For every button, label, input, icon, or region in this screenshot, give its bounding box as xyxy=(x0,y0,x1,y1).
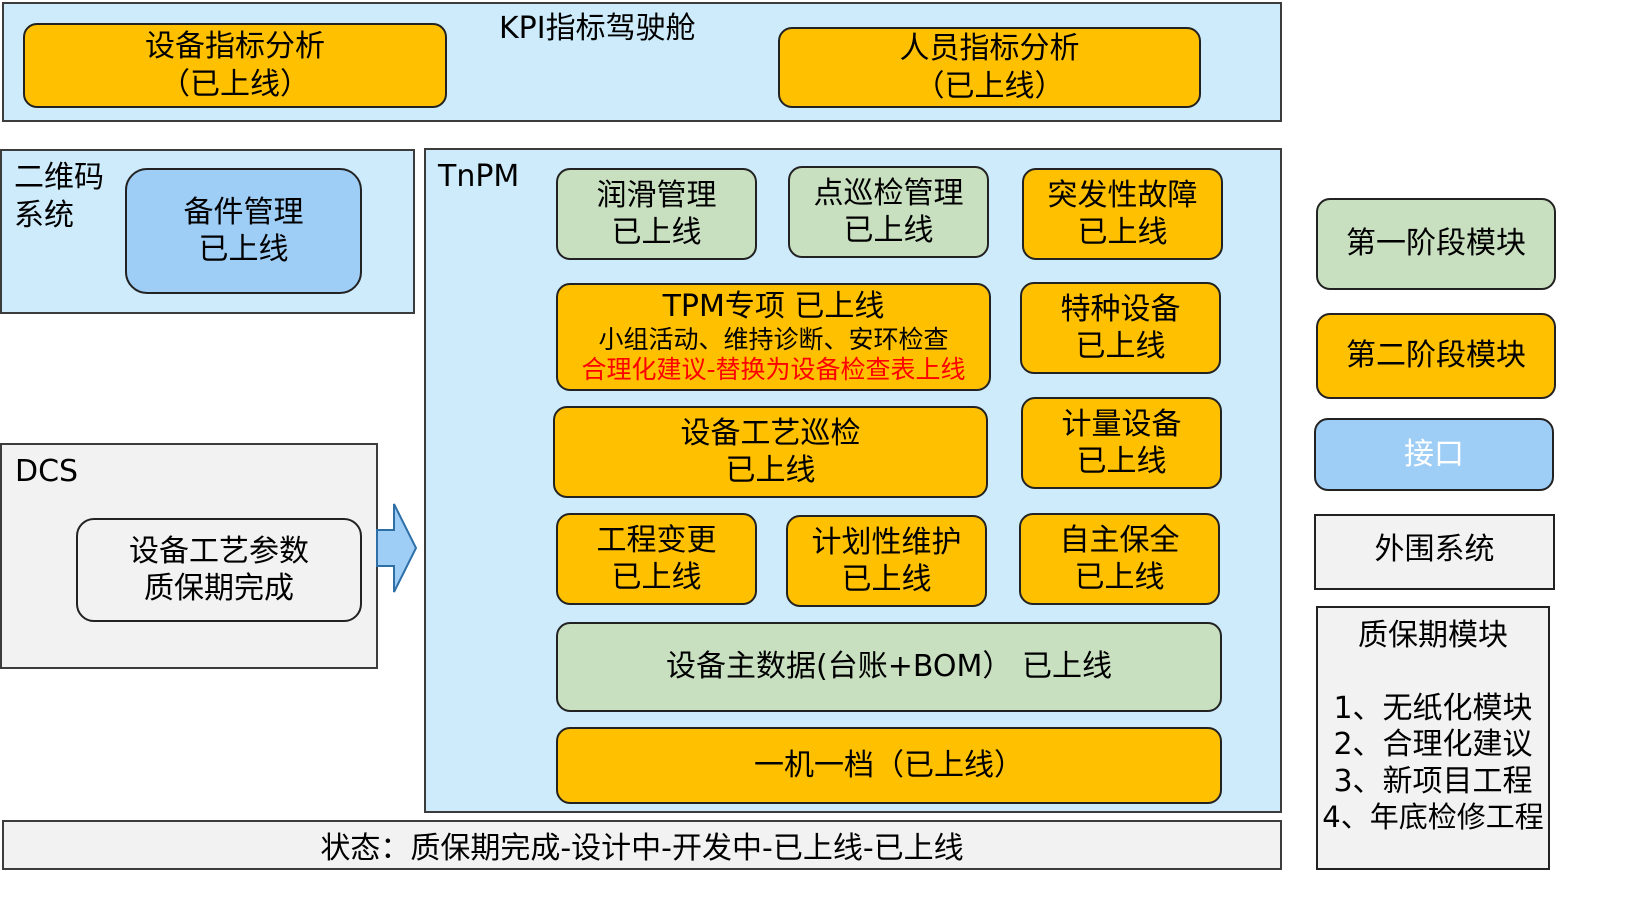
tpm-special-highlight: 合理化建议-替换为设备检查表上线 xyxy=(581,355,966,384)
spare-parts-box[interactable]: 备件管理 已上线 xyxy=(125,168,362,294)
tpm-special-box[interactable]: TPM专项 已上线 小组活动、维持诊断、安环检查 合理化建议-替换为设备检查表上… xyxy=(556,283,991,391)
equipment-kpi-label: 设备指标分析 xyxy=(145,29,325,64)
inspection-box[interactable]: 点巡检管理 已上线 xyxy=(788,166,989,258)
legend-phase1-label: 第一阶段模块 xyxy=(1346,226,1526,262)
autonomous-maintenance-label: 自主保全 xyxy=(1059,522,1180,558)
lubrication-box[interactable]: 润滑管理 已上线 xyxy=(556,168,757,260)
legend-warranty-item: 2、合理化建议 xyxy=(1333,727,1533,763)
engineering-change-status: 已上线 xyxy=(611,560,702,595)
legend-interface: 接口 xyxy=(1314,418,1554,491)
sudden-fault-label: 突发性故障 xyxy=(1047,177,1198,213)
tpm-special-label: TPM专项 已上线 xyxy=(662,289,885,324)
special-equipment-box[interactable]: 特种设备 已上线 xyxy=(1020,282,1221,374)
lubrication-status: 已上线 xyxy=(611,215,702,250)
inspection-status: 已上线 xyxy=(843,213,934,248)
qrcode-title-line2: 系统 xyxy=(14,197,74,233)
legend-external: 外围系统 xyxy=(1314,514,1555,590)
qrcode-title: 二维码 系统 xyxy=(14,159,104,234)
one-machine-file-box[interactable]: 一机一档（已上线） xyxy=(556,727,1222,804)
process-patrol-status: 已上线 xyxy=(725,453,816,488)
planned-maintenance-status: 已上线 xyxy=(841,562,932,597)
process-patrol-label: 设备工艺巡检 xyxy=(680,415,861,451)
master-data-box[interactable]: 设备主数据(台账+BOM） 已上线 xyxy=(556,622,1222,712)
legend-warranty-item: 1、无纸化模块 xyxy=(1333,690,1533,726)
metering-label: 计量设备 xyxy=(1061,406,1182,442)
special-equipment-status: 已上线 xyxy=(1075,329,1166,364)
process-patrol-box[interactable]: 设备工艺巡检 已上线 xyxy=(553,406,988,498)
personnel-kpi-box[interactable]: 人员指标分析 （已上线） xyxy=(778,27,1201,108)
equipment-kpi-status: （已上线） xyxy=(160,66,310,102)
engineering-change-box[interactable]: 工程变更 已上线 xyxy=(556,513,757,605)
equipment-kpi-box[interactable]: 设备指标分析 （已上线） xyxy=(23,23,447,108)
status-bar: 状态：质保期完成-设计中-开发中-已上线-已上线 xyxy=(2,820,1282,870)
planned-maintenance-box[interactable]: 计划性维护 已上线 xyxy=(786,515,987,607)
arrow-right-icon xyxy=(376,503,418,593)
one-machine-file-label: 一机一档（已上线） xyxy=(754,747,1024,783)
legend-warranty: 质保期模块 1、无纸化模块 2、合理化建议 3、新项目工程 4、年底检修工程 xyxy=(1316,606,1550,870)
tnpm-title: TnPM xyxy=(438,159,520,194)
inspection-label: 点巡检管理 xyxy=(813,175,964,211)
process-params-label: 设备工艺参数 xyxy=(129,533,309,569)
master-data-label: 设备主数据(台账+BOM） 已上线 xyxy=(666,649,1112,685)
process-params-box[interactable]: 设备工艺参数 质保期完成 xyxy=(76,518,362,622)
legend-phase2: 第二阶段模块 xyxy=(1316,313,1556,399)
process-params-status: 质保期完成 xyxy=(144,571,294,606)
kpi-title: KPI指标驾驶舱 xyxy=(499,11,696,46)
legend-interface-label: 接口 xyxy=(1404,436,1464,472)
tpm-special-items: 小组活动、维持诊断、安环检查 xyxy=(598,325,949,354)
personnel-kpi-status: （已上线） xyxy=(914,68,1065,104)
legend-phase1: 第一阶段模块 xyxy=(1316,198,1556,290)
autonomous-maintenance-status: 已上线 xyxy=(1074,560,1165,595)
legend-external-label: 外围系统 xyxy=(1374,532,1495,567)
dcs-title: DCS xyxy=(15,454,79,489)
autonomous-maintenance-box[interactable]: 自主保全 已上线 xyxy=(1019,513,1220,605)
metering-status: 已上线 xyxy=(1076,444,1167,479)
special-equipment-label: 特种设备 xyxy=(1060,291,1181,327)
personnel-kpi-label: 人员指标分析 xyxy=(899,31,1080,66)
planned-maintenance-label: 计划性维护 xyxy=(811,524,962,560)
legend-phase2-label: 第二阶段模块 xyxy=(1346,338,1526,374)
sudden-fault-status: 已上线 xyxy=(1077,215,1168,250)
spare-parts-label: 备件管理 xyxy=(183,194,304,230)
legend-warranty-item: 3、新项目工程 xyxy=(1333,763,1533,799)
qrcode-title-line1: 二维码 xyxy=(14,160,104,195)
status-text: 状态：质保期完成-设计中-开发中-已上线-已上线 xyxy=(320,831,964,866)
sudden-fault-box[interactable]: 突发性故障 已上线 xyxy=(1022,168,1223,260)
legend-warranty-item: 4、年底检修工程 xyxy=(1322,800,1544,835)
legend-warranty-title: 质保期模块 xyxy=(1358,618,1508,653)
spare-parts-status: 已上线 xyxy=(198,232,289,267)
lubrication-label: 润滑管理 xyxy=(596,177,717,213)
metering-box[interactable]: 计量设备 已上线 xyxy=(1021,397,1222,489)
engineering-change-label: 工程变更 xyxy=(596,522,717,558)
